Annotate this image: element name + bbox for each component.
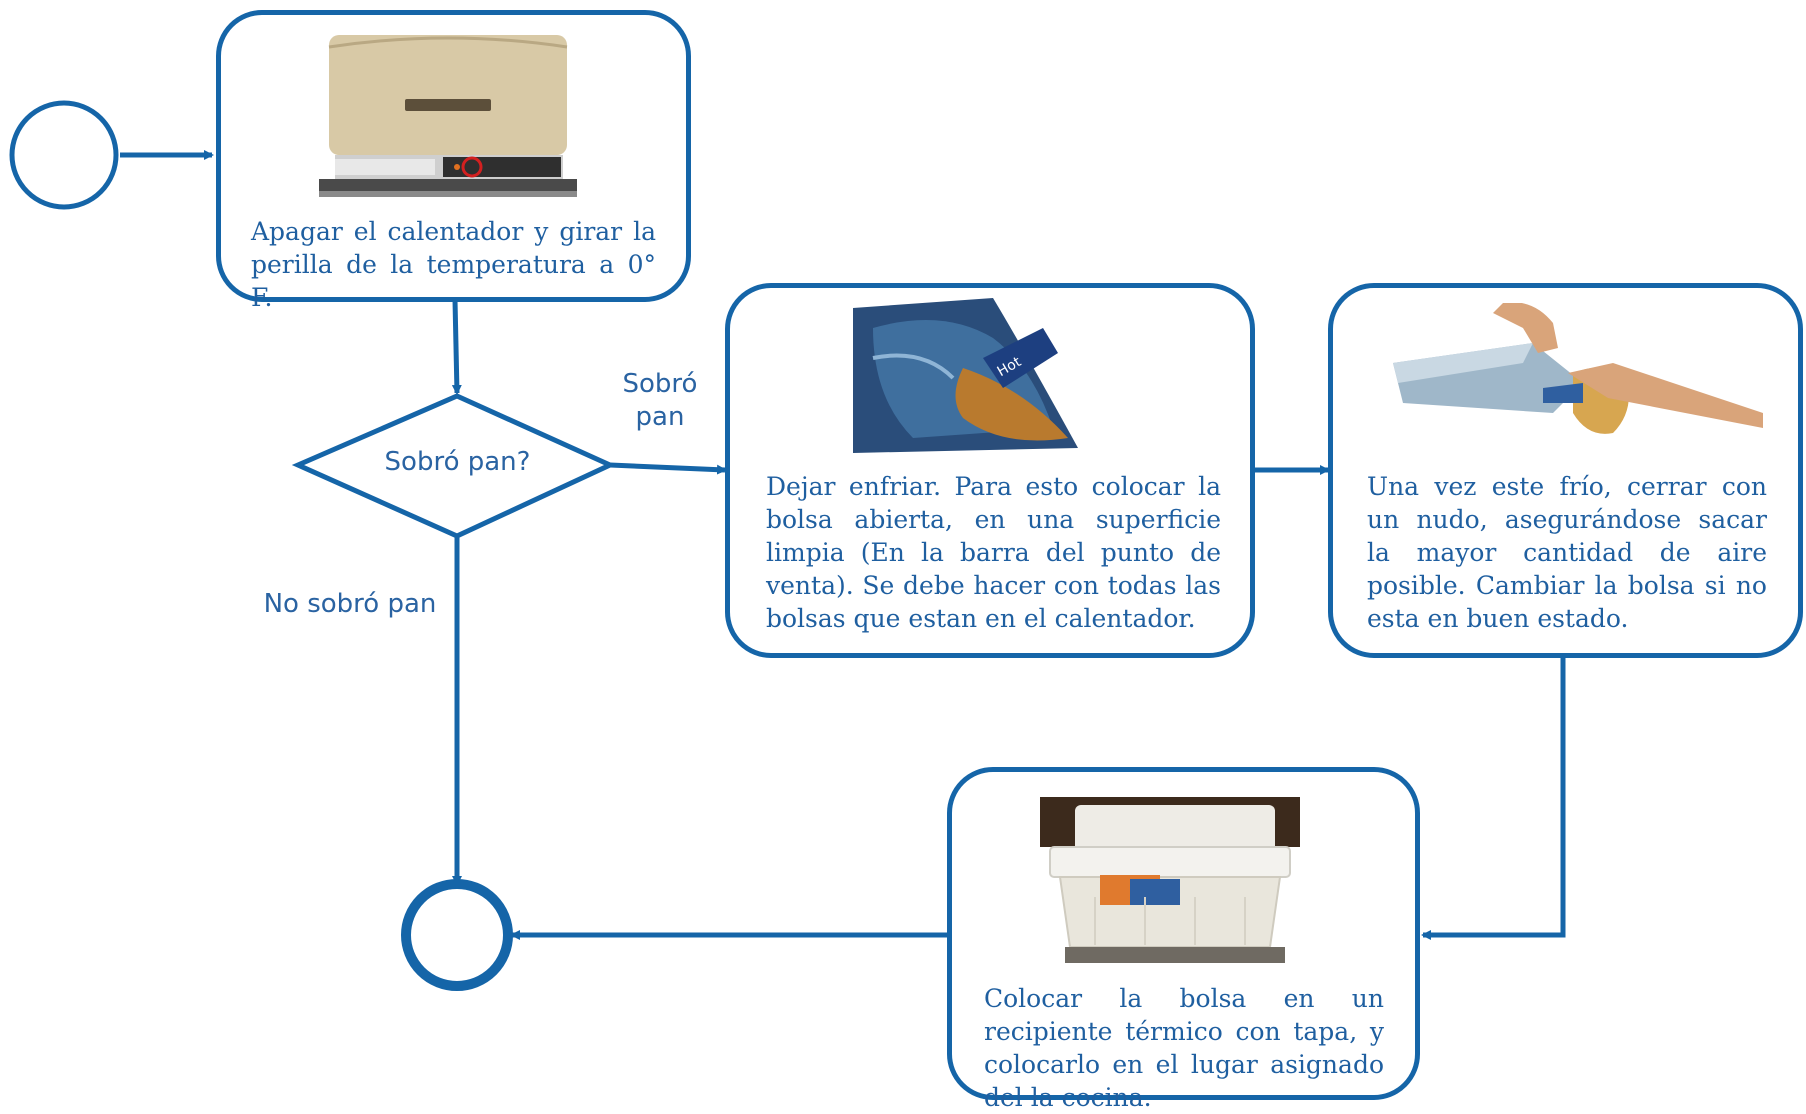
step-store-box: Colocar la bolsa en un recipiente térmic… bbox=[947, 767, 1420, 1112]
step-turn-off-text: Apagar el calentador y girar la perilla … bbox=[251, 217, 656, 312]
decision-diamond bbox=[291, 393, 617, 539]
start-circle-icon bbox=[9, 100, 119, 210]
bread-bag-photo: Hot bbox=[853, 298, 1078, 453]
step-cool-text: Dejar enfriar. Para esto colocar la bols… bbox=[766, 472, 1221, 633]
yes-branch-label: Sobró pan bbox=[622, 369, 698, 432]
no-branch-label: No sobró pan bbox=[263, 589, 437, 619]
warmer-appliance-photo bbox=[319, 35, 577, 197]
step-tie-text: Una vez este frío, cerrar con un nudo, a… bbox=[1367, 472, 1767, 633]
end-circle-icon bbox=[401, 879, 513, 991]
thermal-container-photo bbox=[1040, 797, 1300, 963]
tying-bag-photo bbox=[1393, 303, 1763, 434]
step-tie-box: Una vez este frío, cerrar con un nudo, a… bbox=[1328, 283, 1803, 658]
decision-question: Sobró pan? bbox=[384, 447, 531, 477]
step-turn-off-box: Apagar el calentador y girar la perilla … bbox=[216, 10, 691, 312]
arrow-tie-to-store bbox=[1421, 656, 1566, 940]
arrow-decision-to-cool bbox=[609, 462, 727, 475]
step-store-text: Colocar la bolsa en un recipiente térmic… bbox=[984, 984, 1384, 1112]
step-cool-box: Hot Dejar enfriar. Para esto colocar la … bbox=[725, 283, 1255, 658]
arrow-turn-off-to-decision bbox=[451, 299, 462, 395]
